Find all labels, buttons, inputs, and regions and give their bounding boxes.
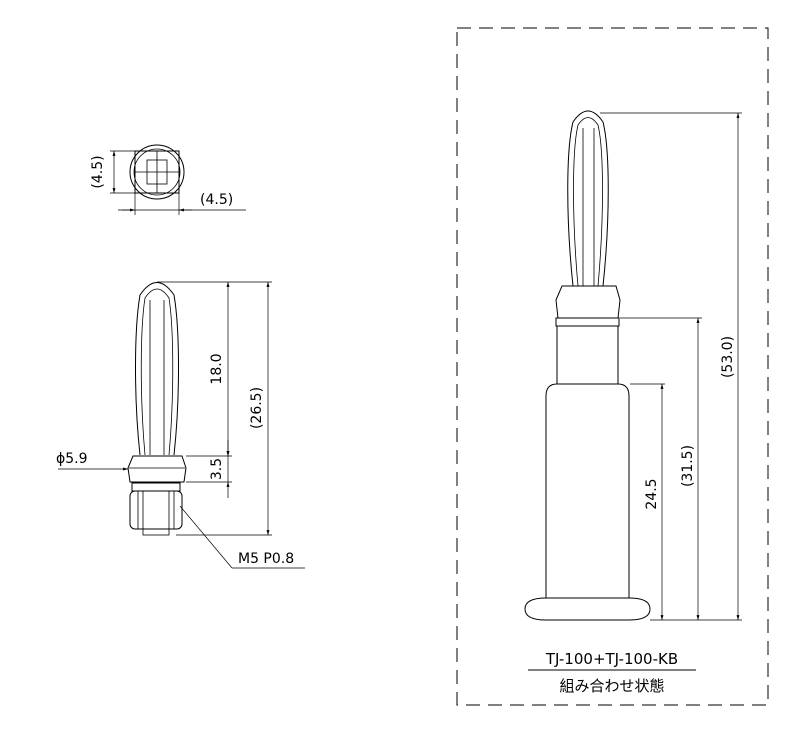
asm-dim-total-label: (53.0): [720, 336, 736, 378]
asm-spring-outer: [567, 110, 609, 287]
asm-caption: 組み合わせ状態: [559, 677, 664, 695]
side-thread-callout: M5 P0.8: [238, 551, 294, 567]
asm-spring-inner: [573, 117, 603, 287]
side-thread-end: [142, 528, 170, 536]
assembly-frame: [456, 27, 769, 706]
asm-upper-sleeve: [556, 325, 619, 385]
side-spring-outer: [135, 282, 179, 456]
side-thread-leader: [179, 505, 233, 569]
side-collar: [127, 455, 187, 483]
asm-dim-body-label: 24.5: [644, 478, 660, 509]
asm-body: [545, 383, 630, 599]
side-spring-inner: [140, 288, 174, 456]
asm-collar: [555, 285, 621, 319]
asm-base: [524, 597, 651, 621]
asm-sleeve-ring: [555, 317, 620, 327]
assembly-view: 24.5 (31.5) (53.0) TJ-100+TJ-100-KB 組み合わ…: [456, 27, 769, 706]
side-dim-overall-label: (26.5): [249, 387, 265, 429]
asm-part-number: TJ-100+TJ-100-KB: [545, 650, 678, 668]
top-dim-width-label: (4.5): [200, 192, 233, 208]
top-dim-height-label: (4.5): [90, 155, 106, 188]
asm-dim-mid-label: (31.5): [680, 445, 696, 487]
side-dim-collar-label: 3.5: [209, 458, 225, 480]
side-nut-top: [131, 482, 181, 492]
top-slot: [146, 159, 168, 185]
top-view: (4.5) (4.5): [90, 144, 246, 215]
side-dim-tip-label: 18.0: [209, 353, 225, 384]
top-inner-circle: [133, 148, 181, 196]
top-outer-circle: [129, 144, 185, 200]
side-view: 18.0 (26.5) 3.5 ϕ5.9 M5 P0.8: [56, 281, 305, 569]
side-dim-diameter-label: ϕ5.9: [56, 451, 88, 467]
